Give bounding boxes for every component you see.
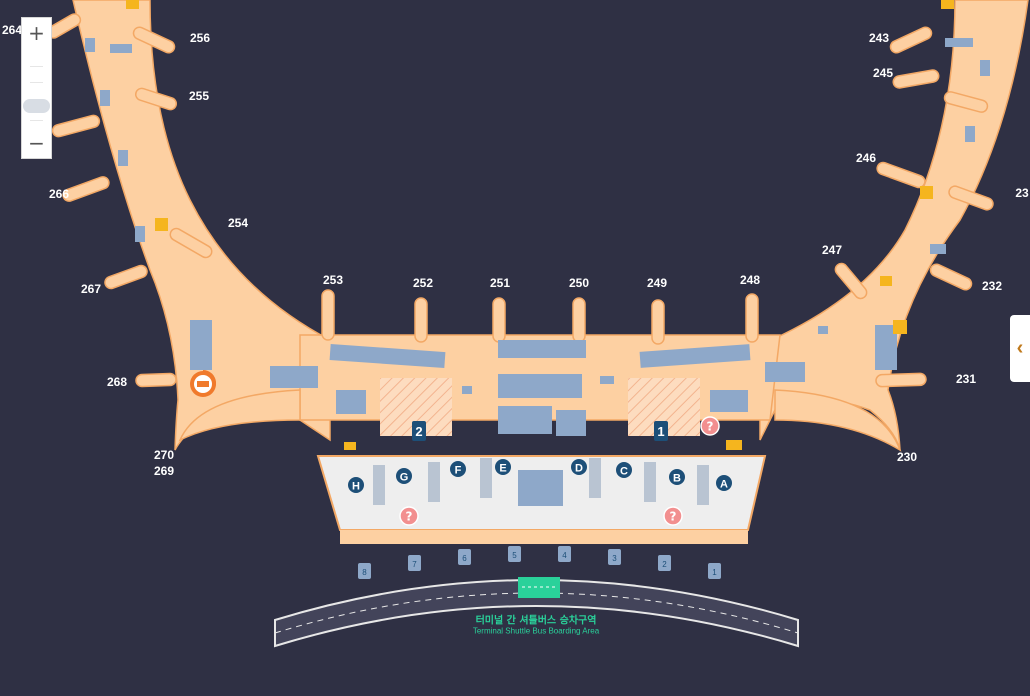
gate-label-245: 245	[872, 66, 894, 80]
checkin-row-markers[interactable]: H G F E D C B A	[348, 459, 732, 493]
exit-label: 7	[412, 560, 417, 569]
zoom-tick	[30, 66, 43, 67]
gate-label-264: 264	[1, 23, 23, 37]
floor-marker-label: 2	[415, 424, 422, 439]
minus-icon[interactable]: −	[28, 131, 45, 155]
checkin-row-label: C	[620, 466, 628, 478]
shops[interactable]	[85, 38, 990, 506]
zoom-handle[interactable]	[23, 99, 50, 113]
zoom-slider[interactable]	[22, 48, 51, 128]
exit-label: 8	[362, 568, 367, 577]
gate-label-268: 268	[106, 375, 128, 389]
gate-label-270: 270	[153, 448, 175, 462]
gate-label-251: 251	[489, 276, 511, 290]
gate-label-248: 248	[739, 273, 761, 287]
zoom-tick	[30, 120, 43, 121]
checkin-row-label: A	[720, 479, 728, 491]
checkin-row-label: G	[400, 472, 409, 484]
gate-label-253: 253	[322, 273, 344, 287]
gate-label-256: 256	[189, 31, 211, 45]
gate-label-246: 246	[855, 151, 877, 165]
gate-label-250: 250	[568, 276, 590, 290]
gate-label-269: 269	[153, 464, 175, 478]
gate-label-230: 230	[896, 450, 918, 464]
bus-boarding-area[interactable]	[518, 577, 560, 598]
zoom-control: + −	[21, 17, 52, 159]
exit-label: 5	[512, 551, 517, 560]
chevron-left-icon[interactable]: ‹	[1010, 315, 1030, 382]
exit-label: 6	[462, 554, 467, 563]
question-icon[interactable]: ?	[399, 506, 419, 526]
gate-label-247: 247	[821, 243, 843, 257]
checkin-row-label: H	[352, 481, 360, 493]
exit-label: 1	[712, 568, 717, 577]
gate-label-231: 231	[955, 372, 977, 386]
svg-text:?: ?	[670, 510, 677, 524]
bus-area-label-en: Terminal Shuttle Bus Boarding Area	[472, 626, 600, 636]
floor-markers[interactable]: 2 1	[412, 421, 668, 441]
exit-label: 3	[612, 554, 617, 563]
escalator-icon[interactable]	[126, 0, 954, 450]
svg-text:?: ?	[406, 510, 413, 524]
gate-label-267: 267	[80, 282, 102, 296]
checkin-row-label: D	[575, 463, 583, 475]
exits[interactable]: 8 7 6 5 4 3 2 1	[358, 546, 721, 579]
gate-label-243: 243	[868, 31, 890, 45]
exit-label: 2	[662, 560, 667, 569]
checkin-row-label: B	[673, 473, 681, 485]
gate-label-255: 255	[188, 89, 210, 103]
exit-label: 4	[562, 551, 567, 560]
svg-text:?: ?	[707, 420, 714, 434]
gate-label-232: 232	[981, 279, 1003, 293]
gate-label-254: 254	[227, 216, 249, 230]
zoom-tick	[30, 82, 43, 83]
gate-label-249: 249	[646, 276, 668, 290]
checkin-row-label: E	[499, 463, 506, 475]
gate-label-252: 252	[412, 276, 434, 290]
restaurant-pin-icon[interactable]	[190, 370, 216, 406]
gate-label-233: 23	[1015, 186, 1029, 200]
floor-marker-label: 1	[657, 424, 664, 439]
gate-label-266: 266	[48, 187, 70, 201]
question-icon[interactable]: ?	[700, 416, 720, 436]
question-icon[interactable]: ?	[663, 506, 683, 526]
shuttle-bus-road	[274, 577, 799, 648]
plus-icon[interactable]: +	[28, 21, 45, 45]
checkin-counters	[373, 458, 709, 505]
checkin-row-label: F	[455, 465, 462, 477]
bus-area-label-ko: 터미널 간 셔틀버스 승차구역	[475, 615, 597, 627]
